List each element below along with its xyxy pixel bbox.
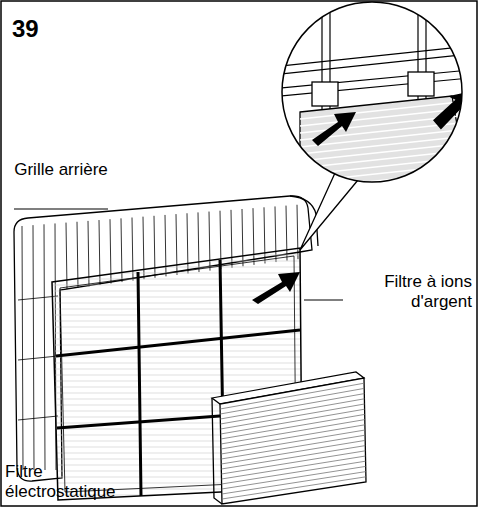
drawing-part [429,82,478,135]
filter-pleat [300,185,470,203]
drawing-part [220,383,366,499]
filter-pleat [220,394,364,419]
insertion-arrow [252,272,300,304]
part-label: Grille arrière [14,160,108,180]
figure-number: 39 [12,16,52,42]
filter-pleat [221,451,365,474]
leader-line [304,300,343,301]
filter-pleat [300,171,470,189]
filter-pleat [222,456,366,479]
filter-pleat [221,425,365,449]
drawing-part [312,82,338,106]
magnifier-pointer [300,173,358,250]
drawing-part [220,378,366,504]
filter-pleat [220,399,364,424]
drawing-part [280,70,470,96]
filter-pleat [221,414,365,439]
filter-pleat [222,466,366,489]
grille-slat [33,225,34,470]
filter-pleat [221,409,365,434]
filter-pleat [221,446,365,469]
filter-pleat [222,472,366,494]
grille-slat [22,226,23,470]
label-underline [14,208,108,209]
filter-pleat [221,420,365,444]
grille-slat [44,224,45,470]
part-label: Filtre électrostatique [5,462,129,502]
magnified-view [280,0,478,203]
drawing-part [312,112,356,146]
grille-bar [18,356,58,360]
filter-pleat [220,383,364,409]
drawing-part [280,0,478,203]
filter-pleat [220,388,364,414]
drawing-part [282,2,462,182]
filter-pleat [221,435,365,459]
grille-bar [18,416,58,420]
filter-pleat [221,440,365,464]
drawing-part [138,260,224,496]
filter-pleat [221,404,365,429]
electrostatic-filter [212,372,366,504]
drawing-part [408,72,434,96]
filter-pleat [221,430,365,454]
part-label: Filtre à ions d'argent [344,272,472,312]
drawing-part [280,46,470,74]
filter-pleat [222,477,366,499]
